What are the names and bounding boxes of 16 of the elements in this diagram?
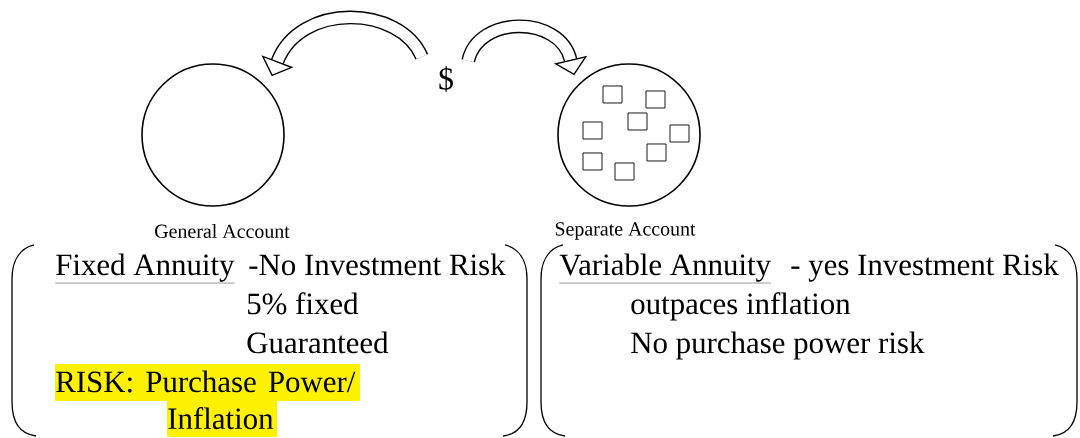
- bracket-box: [11, 244, 528, 437]
- body-text: No purchase power risk: [631, 331, 925, 360]
- circle: [141, 63, 285, 207]
- account-label: Separate Account: [555, 222, 696, 240]
- dollar-sign: $: [439, 66, 453, 92]
- body-text: outpaces inflation: [631, 292, 851, 321]
- body-text: - yes Investment Risk: [791, 253, 1059, 282]
- underlined-heading: Fixed Annuity: [55, 253, 235, 284]
- body-text: 5% fixed: [248, 292, 359, 315]
- circle-drawing: [557, 63, 701, 207]
- body-text: -No Investment Risk: [249, 253, 506, 276]
- bracket-box: [540, 244, 1078, 437]
- body-text: Guaranteed: [247, 331, 389, 354]
- highlighted-text: RISK: Purchase Power/ Inflation: [55, 364, 360, 437]
- underlined-heading: Variable Annuity: [559, 253, 772, 284]
- account-label: General Account: [155, 224, 290, 238]
